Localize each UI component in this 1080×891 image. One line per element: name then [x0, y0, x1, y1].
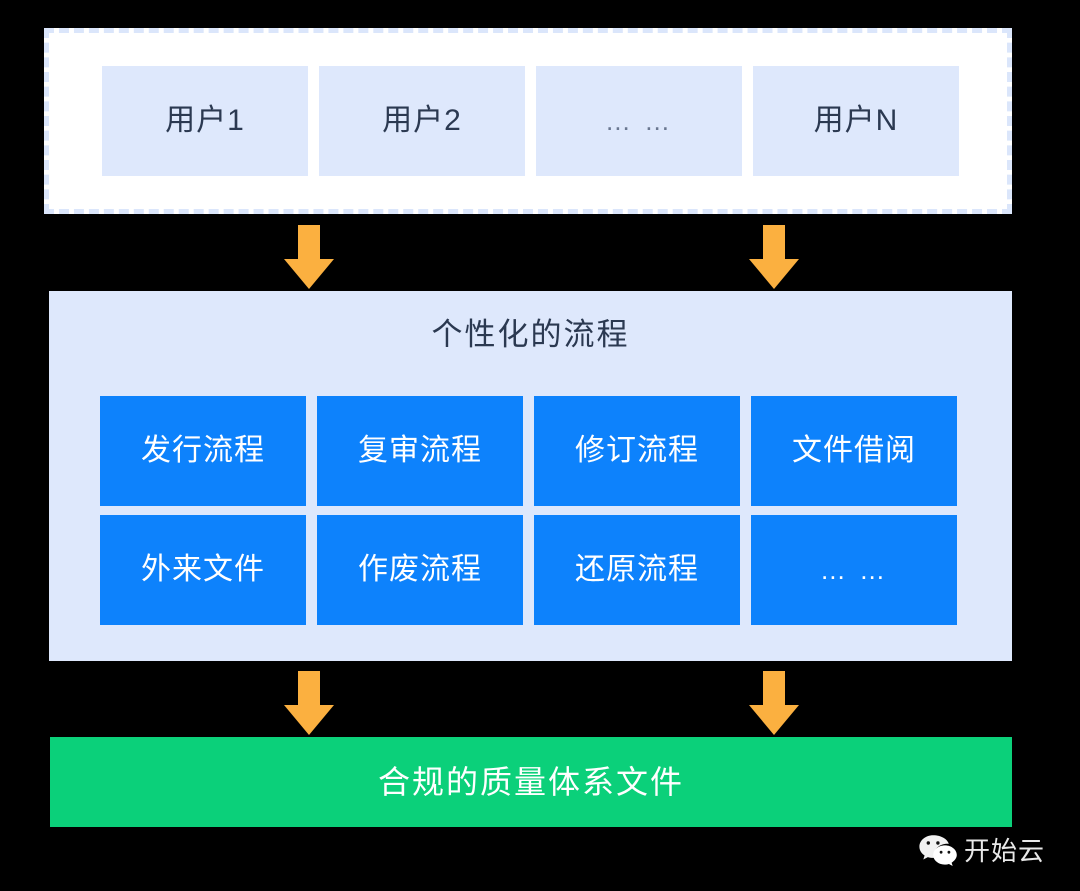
- process-box: … …: [751, 515, 957, 625]
- down-arrow-icon: [284, 225, 334, 289]
- users-container: 用户1 用户2 … … 用户N: [44, 28, 1012, 214]
- process-box-label: 外来文件: [141, 553, 265, 586]
- user-box: 用户N: [753, 66, 959, 176]
- user-box: 用户2: [319, 66, 525, 176]
- arrow-shaft: [763, 225, 785, 261]
- down-arrow-icon: [749, 671, 799, 735]
- user-box-ellipsis-label: … …: [604, 106, 674, 136]
- process-box: 修订流程: [534, 396, 740, 506]
- arrow-head: [749, 705, 799, 735]
- process-row: 发行流程 复审流程 修订流程 文件借阅: [100, 396, 968, 506]
- user-box: … …: [536, 66, 742, 176]
- result-bar-label: 合规的质量体系文件: [377, 764, 684, 800]
- user-box: 用户1: [102, 66, 308, 176]
- user-box-label: 用户2: [382, 104, 462, 137]
- process-box: 还原流程: [534, 515, 740, 625]
- process-box-label: 发行流程: [141, 434, 265, 467]
- wechat-icon: [918, 834, 958, 868]
- process-row: 外来文件 作废流程 还原流程 … …: [100, 515, 968, 625]
- process-box-label: 复审流程: [358, 434, 482, 467]
- arrow-head: [749, 259, 799, 289]
- process-box-label: 文件借阅: [792, 434, 916, 467]
- process-box-label: 修订流程: [575, 434, 699, 467]
- arrow-head: [284, 705, 334, 735]
- process-box: 外来文件: [100, 515, 306, 625]
- user-box-label: 用户1: [165, 104, 245, 137]
- arrow-shaft: [298, 671, 320, 707]
- process-grid: 发行流程 复审流程 修订流程 文件借阅 外来文件 作废流程 还原流程 …: [100, 396, 968, 625]
- process-box-label: 还原流程: [575, 553, 699, 586]
- arrow-head: [284, 259, 334, 289]
- process-box: 文件借阅: [751, 396, 957, 506]
- down-arrow-icon: [749, 225, 799, 289]
- process-panel: 个性化的流程 发行流程 复审流程 修订流程 文件借阅 外来文件 作废流程: [49, 291, 1012, 661]
- process-box: 发行流程: [100, 396, 306, 506]
- down-arrow-icon: [284, 671, 334, 735]
- watermark: 开始云: [918, 828, 1045, 874]
- result-bar: 合规的质量体系文件: [50, 737, 1012, 827]
- process-box: 复审流程: [317, 396, 523, 506]
- arrow-shaft: [763, 671, 785, 707]
- process-panel-title: 个性化的流程: [431, 317, 630, 352]
- user-box-label: 用户N: [813, 104, 899, 137]
- arrow-shaft: [298, 225, 320, 261]
- process-box-ellipsis-label: … …: [819, 555, 889, 585]
- process-box-label: 作废流程: [358, 553, 482, 586]
- watermark-text: 开始云: [964, 836, 1046, 866]
- process-box: 作废流程: [317, 515, 523, 625]
